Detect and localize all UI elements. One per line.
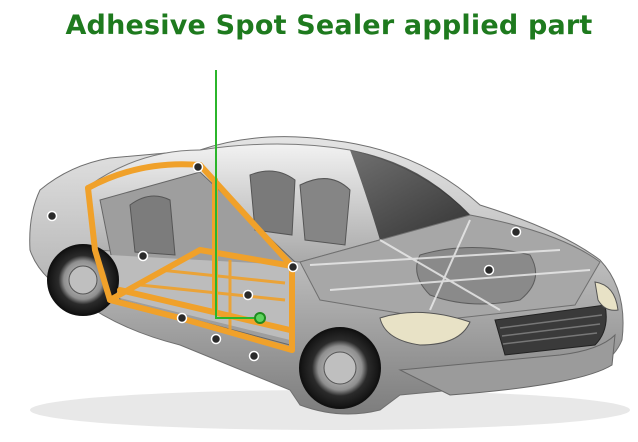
headlight-right bbox=[594, 281, 619, 311]
front-seat bbox=[299, 178, 351, 246]
grille-bars bbox=[499, 314, 603, 345]
marker-point bbox=[46, 210, 58, 222]
hood-frame-lines bbox=[309, 219, 591, 311]
marker-point bbox=[483, 264, 495, 276]
marker-point bbox=[176, 312, 188, 324]
marker-point bbox=[287, 261, 299, 273]
marker-point bbox=[192, 161, 204, 173]
marker-point bbox=[510, 226, 522, 238]
marker-points bbox=[46, 161, 522, 362]
front-wheel bbox=[299, 327, 381, 409]
marker-point bbox=[137, 250, 149, 262]
diagram-title: Adhesive Spot Sealer applied part bbox=[65, 10, 593, 41]
front-seat-2 bbox=[249, 170, 296, 236]
leader-line bbox=[215, 70, 260, 319]
marker-point bbox=[242, 289, 254, 301]
rear-seat bbox=[129, 195, 176, 256]
front-bumper bbox=[398, 333, 616, 396]
callout-point bbox=[254, 312, 266, 324]
rear-wheel bbox=[47, 244, 119, 316]
marker-point bbox=[248, 350, 260, 362]
headlight-left bbox=[379, 311, 471, 346]
engine-block bbox=[416, 247, 537, 305]
marker-point bbox=[210, 333, 222, 345]
windshield bbox=[350, 150, 470, 240]
